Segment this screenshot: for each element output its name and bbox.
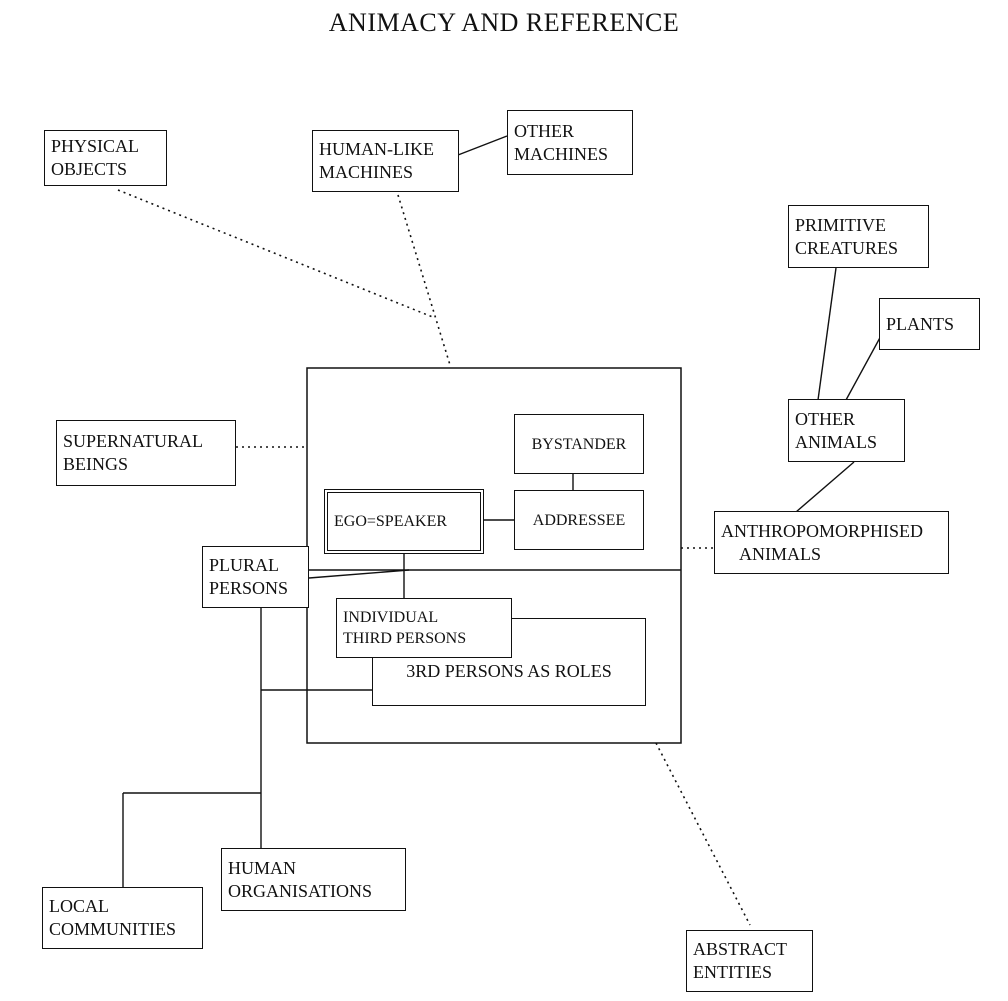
node-plural-persons: PLURAL PERSONS [202, 546, 309, 608]
node-addressee: ADDRESSEE [514, 490, 644, 550]
node-label-line: MACHINES [514, 143, 609, 164]
node-label-line: ANIMALS [739, 543, 822, 564]
node-label-line: LOCAL [49, 896, 109, 916]
node-label-line: PHYSICAL [51, 136, 140, 156]
node-bystander: BYSTANDER [514, 414, 644, 474]
node-label-line: SUPERNATURAL [63, 431, 204, 451]
node-label-line: OTHER [514, 120, 574, 141]
link-machines [397, 194, 451, 366]
node-human-like-machines: HUMAN-LIKE MACHINES [312, 130, 459, 192]
node-label-line: ORGANISATIONS [228, 880, 373, 901]
node-label-line: ANIMALS [795, 431, 878, 452]
link-primitive-creatures [817, 267, 837, 401]
link-physical-objects [117, 189, 436, 319]
node-human-organisations: HUMAN ORGANISATIONS [221, 848, 406, 911]
diagram-title: ANIMACY AND REFERENCE [328, 8, 680, 37]
node-label-line: PLURAL [209, 555, 280, 575]
node-label-line: PERSONS [209, 578, 289, 598]
node-label-line: ADDRESSEE [532, 511, 626, 529]
link-plants [845, 333, 883, 401]
node-label-line: BYSTANDER [531, 435, 627, 453]
node-physical-objects: PHYSICAL OBJECTS [44, 130, 167, 186]
link-other-machines [457, 135, 508, 156]
node-label-line: CREATURES [795, 237, 899, 258]
node-label-line: INDIVIDUAL [343, 609, 439, 626]
node-plants: PLANTS [879, 298, 980, 350]
node-label-line: PLANTS [886, 313, 955, 334]
node-label-line: COMMUNITIES [49, 919, 177, 939]
node-supernatural-beings: SUPERNATURAL BEINGS [56, 420, 236, 486]
node-label-line: OBJECTS [51, 159, 128, 179]
node-label-line: ABSTRACT [693, 939, 788, 959]
node-label-line: PRIMITIVE [795, 214, 886, 235]
node-local-communities: LOCAL COMMUNITIES [42, 887, 203, 949]
node-primitive-creatures: PRIMITIVE CREATURES [788, 205, 929, 268]
node-label-line: BEINGS [63, 454, 129, 474]
node-label-line: 3RD PERSONS AS ROLES [406, 660, 612, 681]
node-label-line: HUMAN-LIKE [319, 139, 434, 159]
link-other-animals-anthro [795, 461, 855, 513]
link-abstract [655, 742, 751, 926]
node-individual-third-persons: INDIVIDUAL THIRD PERSONS [336, 598, 512, 658]
node-ego-speaker: EGO=SPEAKER [324, 489, 484, 554]
node-abstract-entities: ABSTRACT ENTITIES [686, 930, 813, 992]
node-label-line: ANTHROPOMORPHISED [721, 520, 924, 541]
node-label-line: HUMAN [228, 857, 297, 878]
node-label-line: OTHER [795, 408, 855, 429]
link-plural-frame [308, 569, 410, 579]
node-label-line: THIRD PERSONS [343, 630, 467, 647]
node-label-line: MACHINES [319, 162, 414, 182]
node-label-line: ENTITIES [693, 962, 772, 982]
node-label-line: EGO=SPEAKER [334, 513, 448, 530]
node-anthropomorphised-animals: ANTHROPOMORPHISED ANIMALS [714, 511, 949, 574]
node-other-machines: OTHER MACHINES [507, 110, 633, 175]
node-other-animals: OTHER ANIMALS [788, 399, 905, 462]
